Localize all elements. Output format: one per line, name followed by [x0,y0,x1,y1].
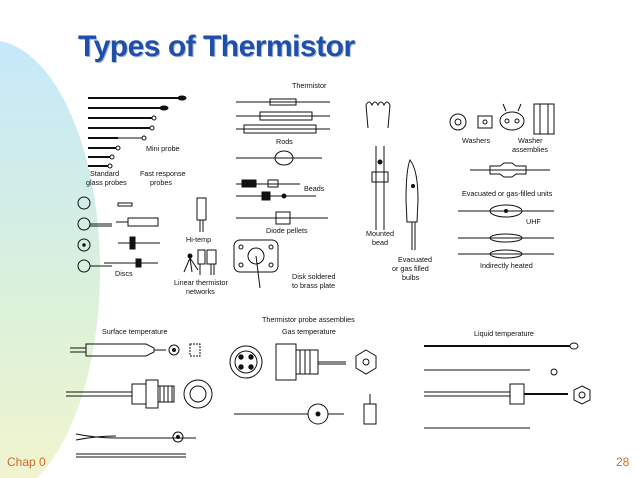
disk-soldered-drawing [233,239,279,289]
label-washer-assemblies-2: assemblies [512,145,548,154]
rods-drawing [236,98,330,134]
label-washers: Washers [462,136,490,145]
label-evacuated-2: or gas filled [392,264,429,273]
gas-temperature-drawing [229,343,377,425]
figure-heading: Thermistor [292,81,327,90]
page-number: 28 [616,455,630,469]
label-indirectly-heated: Indirectly heated [480,261,533,270]
label-washer-assemblies-1: Washer [518,136,543,145]
label-evacuated-units: Evacuated or gas-filled units [462,189,553,198]
surface-temperature-drawing [66,343,213,458]
label-evacuated-3: bulbs [402,273,420,282]
slide-title: Types of Thermistor [78,30,355,63]
label-evacuated-1: Evacuated [398,255,432,264]
label-liquid-temperature: Liquid temperature [474,329,534,338]
label-discs: Discs [115,269,133,278]
label-disk-soldered-1: Disk soldered [292,272,336,281]
label-rods: Rods [276,137,293,146]
coil-thermistor-drawing [365,101,391,129]
label-probe-assemblies: Thermistor probe assemblies [262,315,355,324]
label-mini-probe: Mini probe [146,144,180,153]
label-gas-temperature: Gas temperature [282,327,336,336]
label-standard-2: glass probes [86,178,127,187]
label-diode-pellets: Diode pellets [266,226,308,235]
indirectly-heated-drawing [458,233,554,259]
evacuated-bulbs-drawing [405,159,419,250]
label-uhf: UHF [526,217,541,226]
label-standard-1: Standard [90,169,119,178]
footer-chapter: Chap 0 [7,455,46,469]
diode-pellets-drawing [236,211,328,225]
label-hi-temp: Hi-temp [186,235,211,244]
label-beads: Beads [304,184,325,193]
discs-drawing [77,196,160,273]
label-linear-1: Linear thermistor [174,278,229,287]
evacuated-units-drawing [470,162,550,178]
linear-networks-drawing [183,249,217,275]
label-fast-response-1: Fast response [140,169,186,178]
label-fast-response-2: probes [150,178,172,187]
mounted-bead-drawing [371,146,389,230]
hi-temp-drawing [196,197,207,232]
label-mounted-2: bead [372,238,388,247]
glass-probes-drawing [88,95,187,169]
washers-drawing [449,103,555,135]
beads-drawing [236,150,322,201]
label-mounted-1: Mounted [366,229,394,238]
uhf-drawing [458,204,554,218]
liquid-temperature-drawing [424,342,591,429]
label-disk-soldered-2: to brass plate [292,281,335,290]
label-linear-2: networks [186,287,215,296]
label-surface-temperature: Surface temperature [102,327,168,336]
